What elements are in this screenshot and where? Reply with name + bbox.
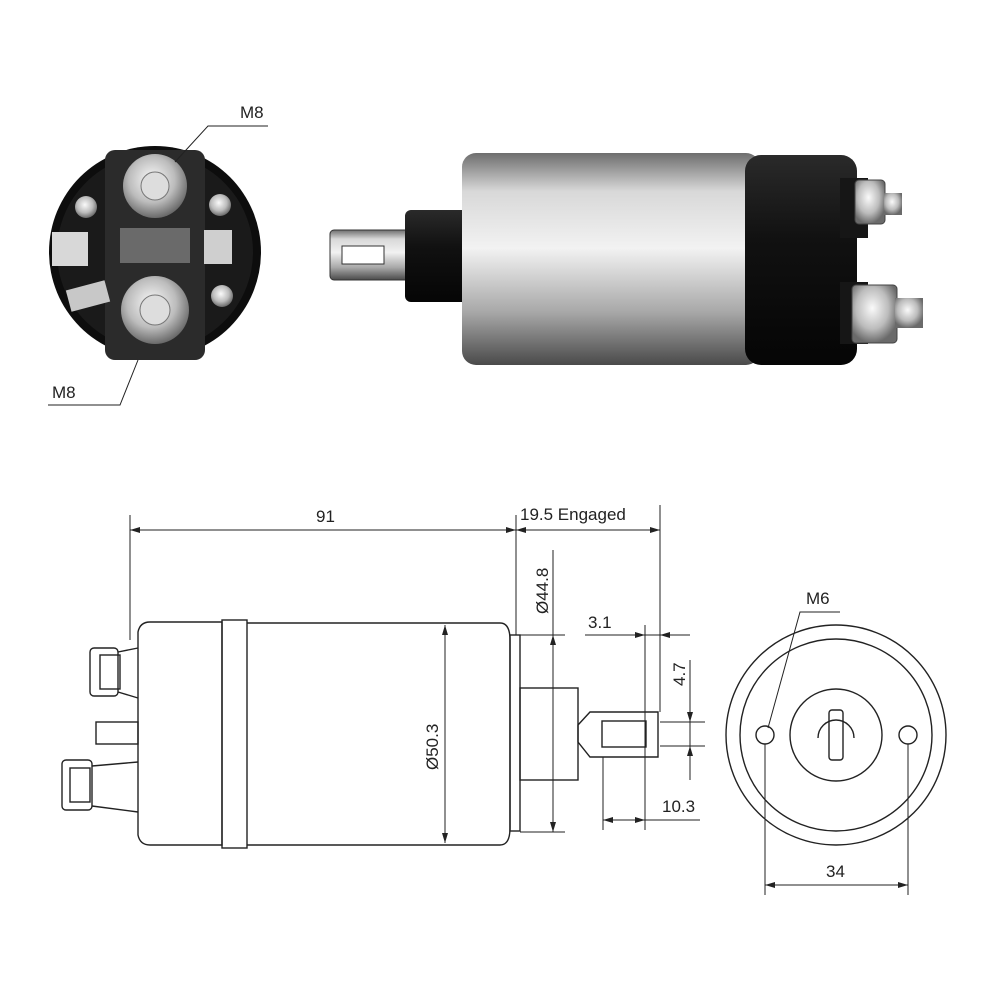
mount-hole-right-icon — [898, 725, 918, 745]
end-view-photo — [49, 146, 261, 360]
leader-line-m8-bottom — [48, 359, 139, 406]
end-view-drawing — [725, 611, 947, 895]
dim-flange-diameter: Ø44.8 — [533, 568, 552, 614]
dim-body-diameter: Ø50.3 — [423, 724, 442, 770]
dimension-lines — [129, 505, 705, 843]
dim-length-91: 91 — [316, 507, 335, 526]
label-m6: M6 — [806, 589, 830, 608]
dim-3-1: 3.1 — [588, 613, 612, 632]
mount-hole-left-icon — [755, 725, 775, 745]
label-m8-bottom: M8 — [52, 383, 76, 402]
dim-plunger-travel: 19.5 Engaged — [520, 505, 626, 524]
dim-4-7: 4.7 — [670, 662, 689, 686]
label-m8-top: M8 — [240, 103, 264, 122]
side-drawing — [61, 619, 659, 849]
dim-hole-spacing: 34 — [826, 862, 845, 881]
solenoid-side-photo — [329, 153, 923, 365]
leader-line-m8-top — [174, 125, 268, 163]
dim-10-3: 10.3 — [662, 797, 695, 816]
